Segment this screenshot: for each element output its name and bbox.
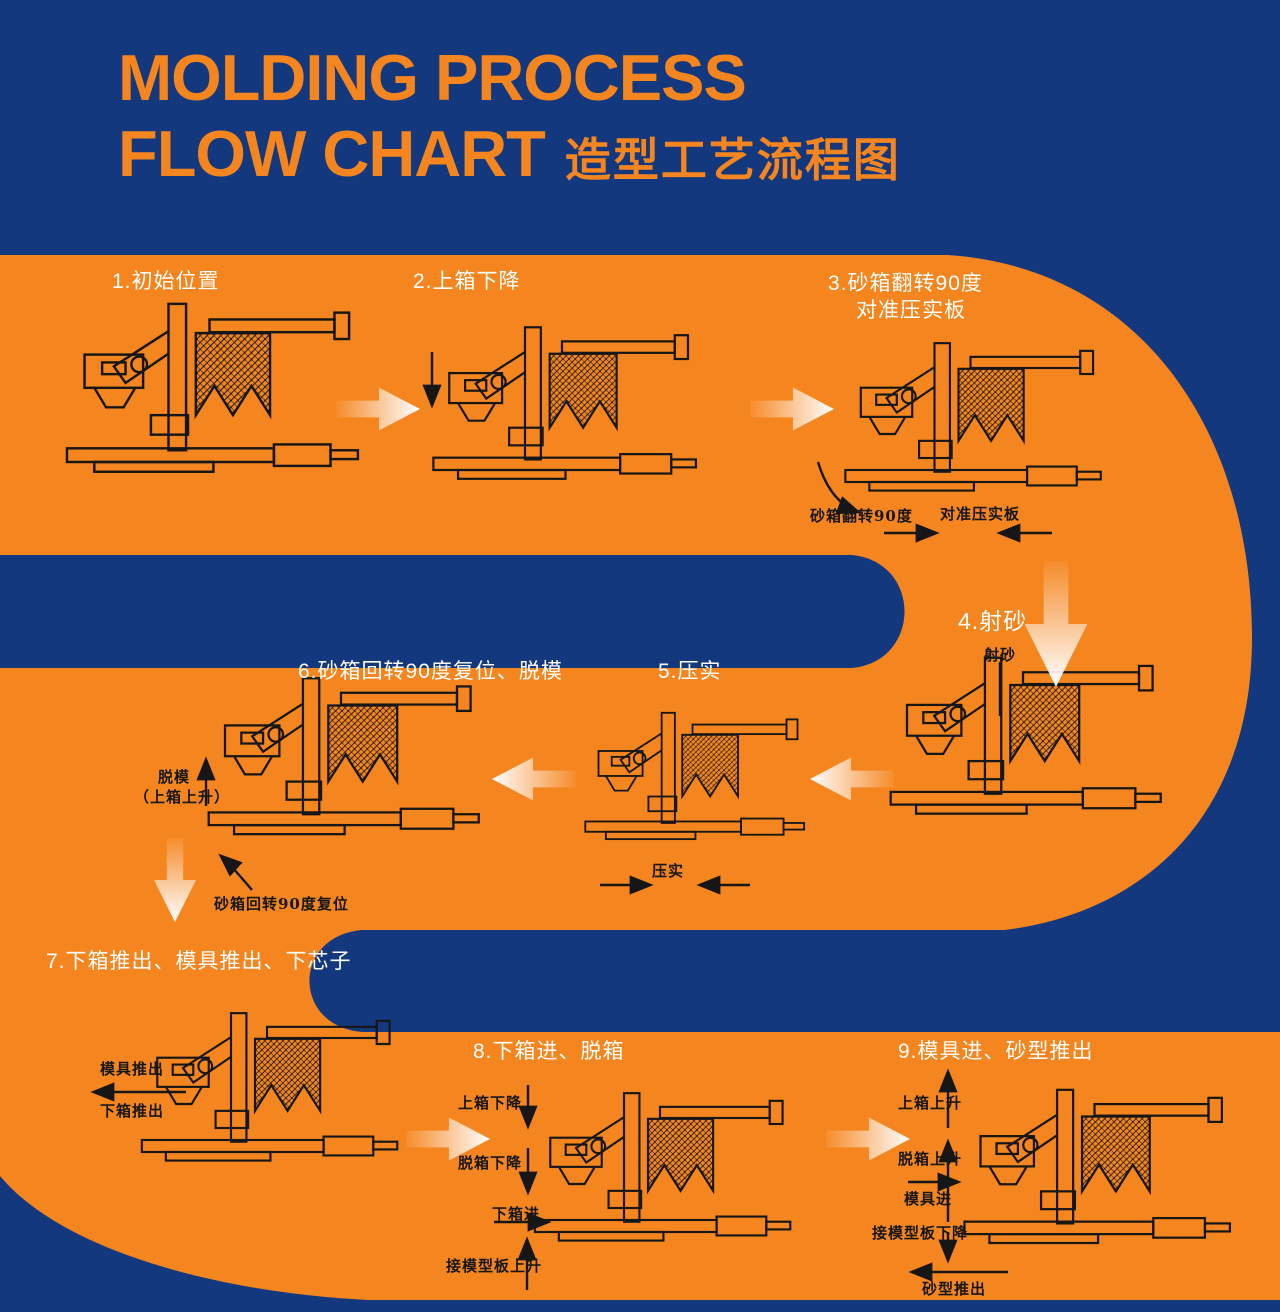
annotation-demold-sub: （上箱上升） <box>134 788 231 806</box>
flow-arrow-right-2-3 <box>750 387 834 431</box>
flow-arrow-down-6-7 <box>154 838 196 922</box>
flow-arrow-right-7-8 <box>406 1117 490 1161</box>
annotation-align-plate: 对准压实板 <box>940 505 1021 523</box>
step-label-3: 3.砂箱翻转90度 <box>828 272 983 295</box>
annotation-strip-up: 脱箱上升 <box>898 1150 963 1168</box>
step-label-8: 8.下箱进、脱箱 <box>473 1040 625 1063</box>
step-label-7: 7.下箱推出、模具推出、下芯子 <box>46 950 352 973</box>
machine-drawing-step-5 <box>575 688 810 883</box>
flow-arrow-left-5-6 <box>492 757 576 801</box>
title-line2: FLOW CHART <box>118 116 546 190</box>
annotation-box-out: 下箱推出 <box>100 1102 165 1120</box>
step-label-4: 4.射砂 <box>958 608 1028 634</box>
annotation-sand-out: 砂型推出 <box>922 1280 987 1298</box>
machine-drawing-step-2 <box>412 322 712 507</box>
annotation-upper-up: 上箱上升 <box>898 1094 963 1112</box>
flow-arrow-right-8-9 <box>826 1117 910 1161</box>
annotation-demold: 脱模 <box>158 768 191 786</box>
annotation-press: 压实 <box>652 862 685 880</box>
title-subtitle-zh: 造型工艺流程图 <box>564 133 901 186</box>
machine-drawing-step-8 <box>520 1088 800 1268</box>
machine-drawing-step-3 <box>818 338 1123 518</box>
step-label-1: 1.初始位置 <box>112 270 220 293</box>
annotation-mold-in: 模具进 <box>904 1190 953 1208</box>
annotation-flip-90: 砂箱翻转90度 <box>810 507 913 525</box>
machine-drawing-step-7 <box>82 1008 452 1188</box>
step-label-3-line2: 对准压实板 <box>856 299 966 322</box>
flow-arrow-right-1-2 <box>336 387 420 431</box>
annotation-plate-down: 接模型板下降 <box>872 1224 969 1242</box>
annotation-plate-up: 接模型板上升 <box>446 1257 543 1275</box>
poster-title: MOLDING PROCESS FLOW CHART 造型工艺流程图 <box>118 40 901 191</box>
step-label-5: 5.压实 <box>658 660 722 683</box>
machine-drawing-step-9 <box>952 1078 1237 1278</box>
annotation-lower-in: 下箱进 <box>492 1205 541 1223</box>
flow-arrow-left-4-5 <box>810 757 894 801</box>
machine-drawing-step-6 <box>196 672 486 864</box>
flow-arrow-down-3-4 <box>1024 561 1088 687</box>
step-label-2: 2.上箱下降 <box>413 270 521 293</box>
machine-drawing-step-1 <box>52 298 367 503</box>
step-label-6: 6.砂箱回转90度复位、脱模 <box>298 660 563 683</box>
annotation-shoot-sand: 射砂 <box>984 646 1017 664</box>
annotation-reset-90: 砂箱回转90度复位 <box>214 895 349 913</box>
title-line1: MOLDING PROCESS <box>118 41 747 114</box>
annotation-upper-down: 上箱下降 <box>458 1094 523 1112</box>
step-label-9: 9.模具进、砂型推出 <box>898 1040 1094 1063</box>
annotation-strip-down: 脱箱下降 <box>458 1154 523 1172</box>
annotation-mold-out: 模具推出 <box>100 1060 165 1078</box>
